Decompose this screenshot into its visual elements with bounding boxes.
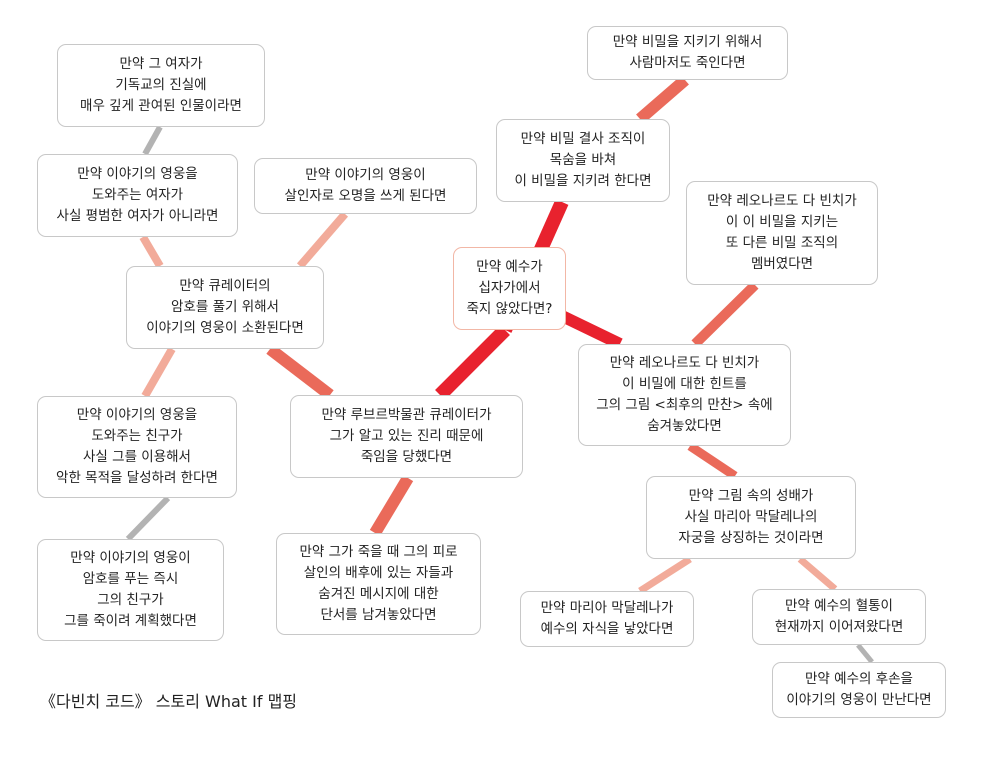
link-friend-friendkill	[125, 495, 171, 542]
node-christian-woman: 만약 그 여자가 기독교의 진실에 매우 깊게 관여된 인물이라면	[57, 44, 265, 127]
link-curator-friend	[141, 347, 176, 398]
node-hero-framed: 만약 이야기의 영웅이 살인자로 오명을 쓰게 된다면	[254, 158, 477, 214]
node-helper-friend: 만약 이야기의 영웅을 도와주는 친구가 사실 그를 이용해서 악한 목적을 달…	[37, 396, 237, 498]
node-helper-woman: 만약 이야기의 영웅을 도와주는 여자가 사실 평범한 여자가 아니라면	[37, 154, 238, 237]
link-grail-mary	[638, 556, 692, 594]
node-center-question: 만약 예수가 십자가에서 죽지 않았다면?	[453, 247, 566, 330]
link-society-secretkill	[636, 75, 689, 124]
link-woman-christian	[142, 125, 163, 156]
link-grail-bloodline	[797, 556, 838, 592]
link-louvre-curator	[266, 344, 334, 400]
link-curator-woman	[139, 234, 164, 269]
node-curator-code: 만약 큐레이터의 암호를 풀기 위해서 이야기의 영웅이 소환된다면	[126, 266, 324, 349]
link-center-leohint	[557, 309, 623, 350]
node-friend-kill: 만약 이야기의 영웅이 암호를 푸는 즉시 그의 친구가 그를 죽이려 계획했다…	[37, 539, 224, 641]
link-bloodline-descendant	[856, 643, 874, 664]
node-secret-kill: 만약 비밀을 지키기 위해서 사람마저도 죽인다면	[587, 26, 788, 80]
diagram-caption: 《다빈치 코드》 스토리 What If 맵핑	[40, 692, 298, 711]
link-leohint-leomember	[691, 281, 759, 348]
node-descendant: 만약 예수의 후손을 이야기의 영웅이 만난다면	[772, 662, 946, 718]
node-secret-society: 만약 비밀 결사 조직이 목숨을 바쳐 이 비밀을 지키려 한다면	[496, 119, 670, 202]
node-blood-message: 만약 그가 죽을 때 그의 피로 살인의 배후에 있는 자들과 숨겨진 메시지에…	[276, 533, 481, 635]
node-louvre-curator: 만약 루브르박물관 큐레이터가 그가 알고 있는 진리 때문에 죽임을 당했다면	[290, 395, 523, 478]
link-louvre-blood	[369, 474, 414, 537]
node-mary-child: 만약 마리아 막달레나가 예수의 자식을 낳았다면	[520, 591, 694, 647]
node-grail-symbol: 만약 그림 속의 성배가 사실 마리아 막달레나의 자궁을 상징하는 것이라면	[646, 476, 856, 559]
node-bloodline: 만약 예수의 혈통이 현재까지 이어져왔다면	[752, 589, 926, 645]
node-leonardo-member: 만약 레오나르도 다 빈치가 이 이 비밀을 지키는 또 다른 비밀 조직의 멤…	[686, 181, 878, 285]
link-center-louvre	[435, 325, 510, 400]
node-leonardo-hint: 만약 레오나르도 다 빈치가 이 비밀에 대한 힌트를 그의 그림 <최후의 만…	[578, 344, 791, 446]
link-curator-framed	[296, 211, 349, 269]
link-leohint-grail	[687, 442, 738, 480]
